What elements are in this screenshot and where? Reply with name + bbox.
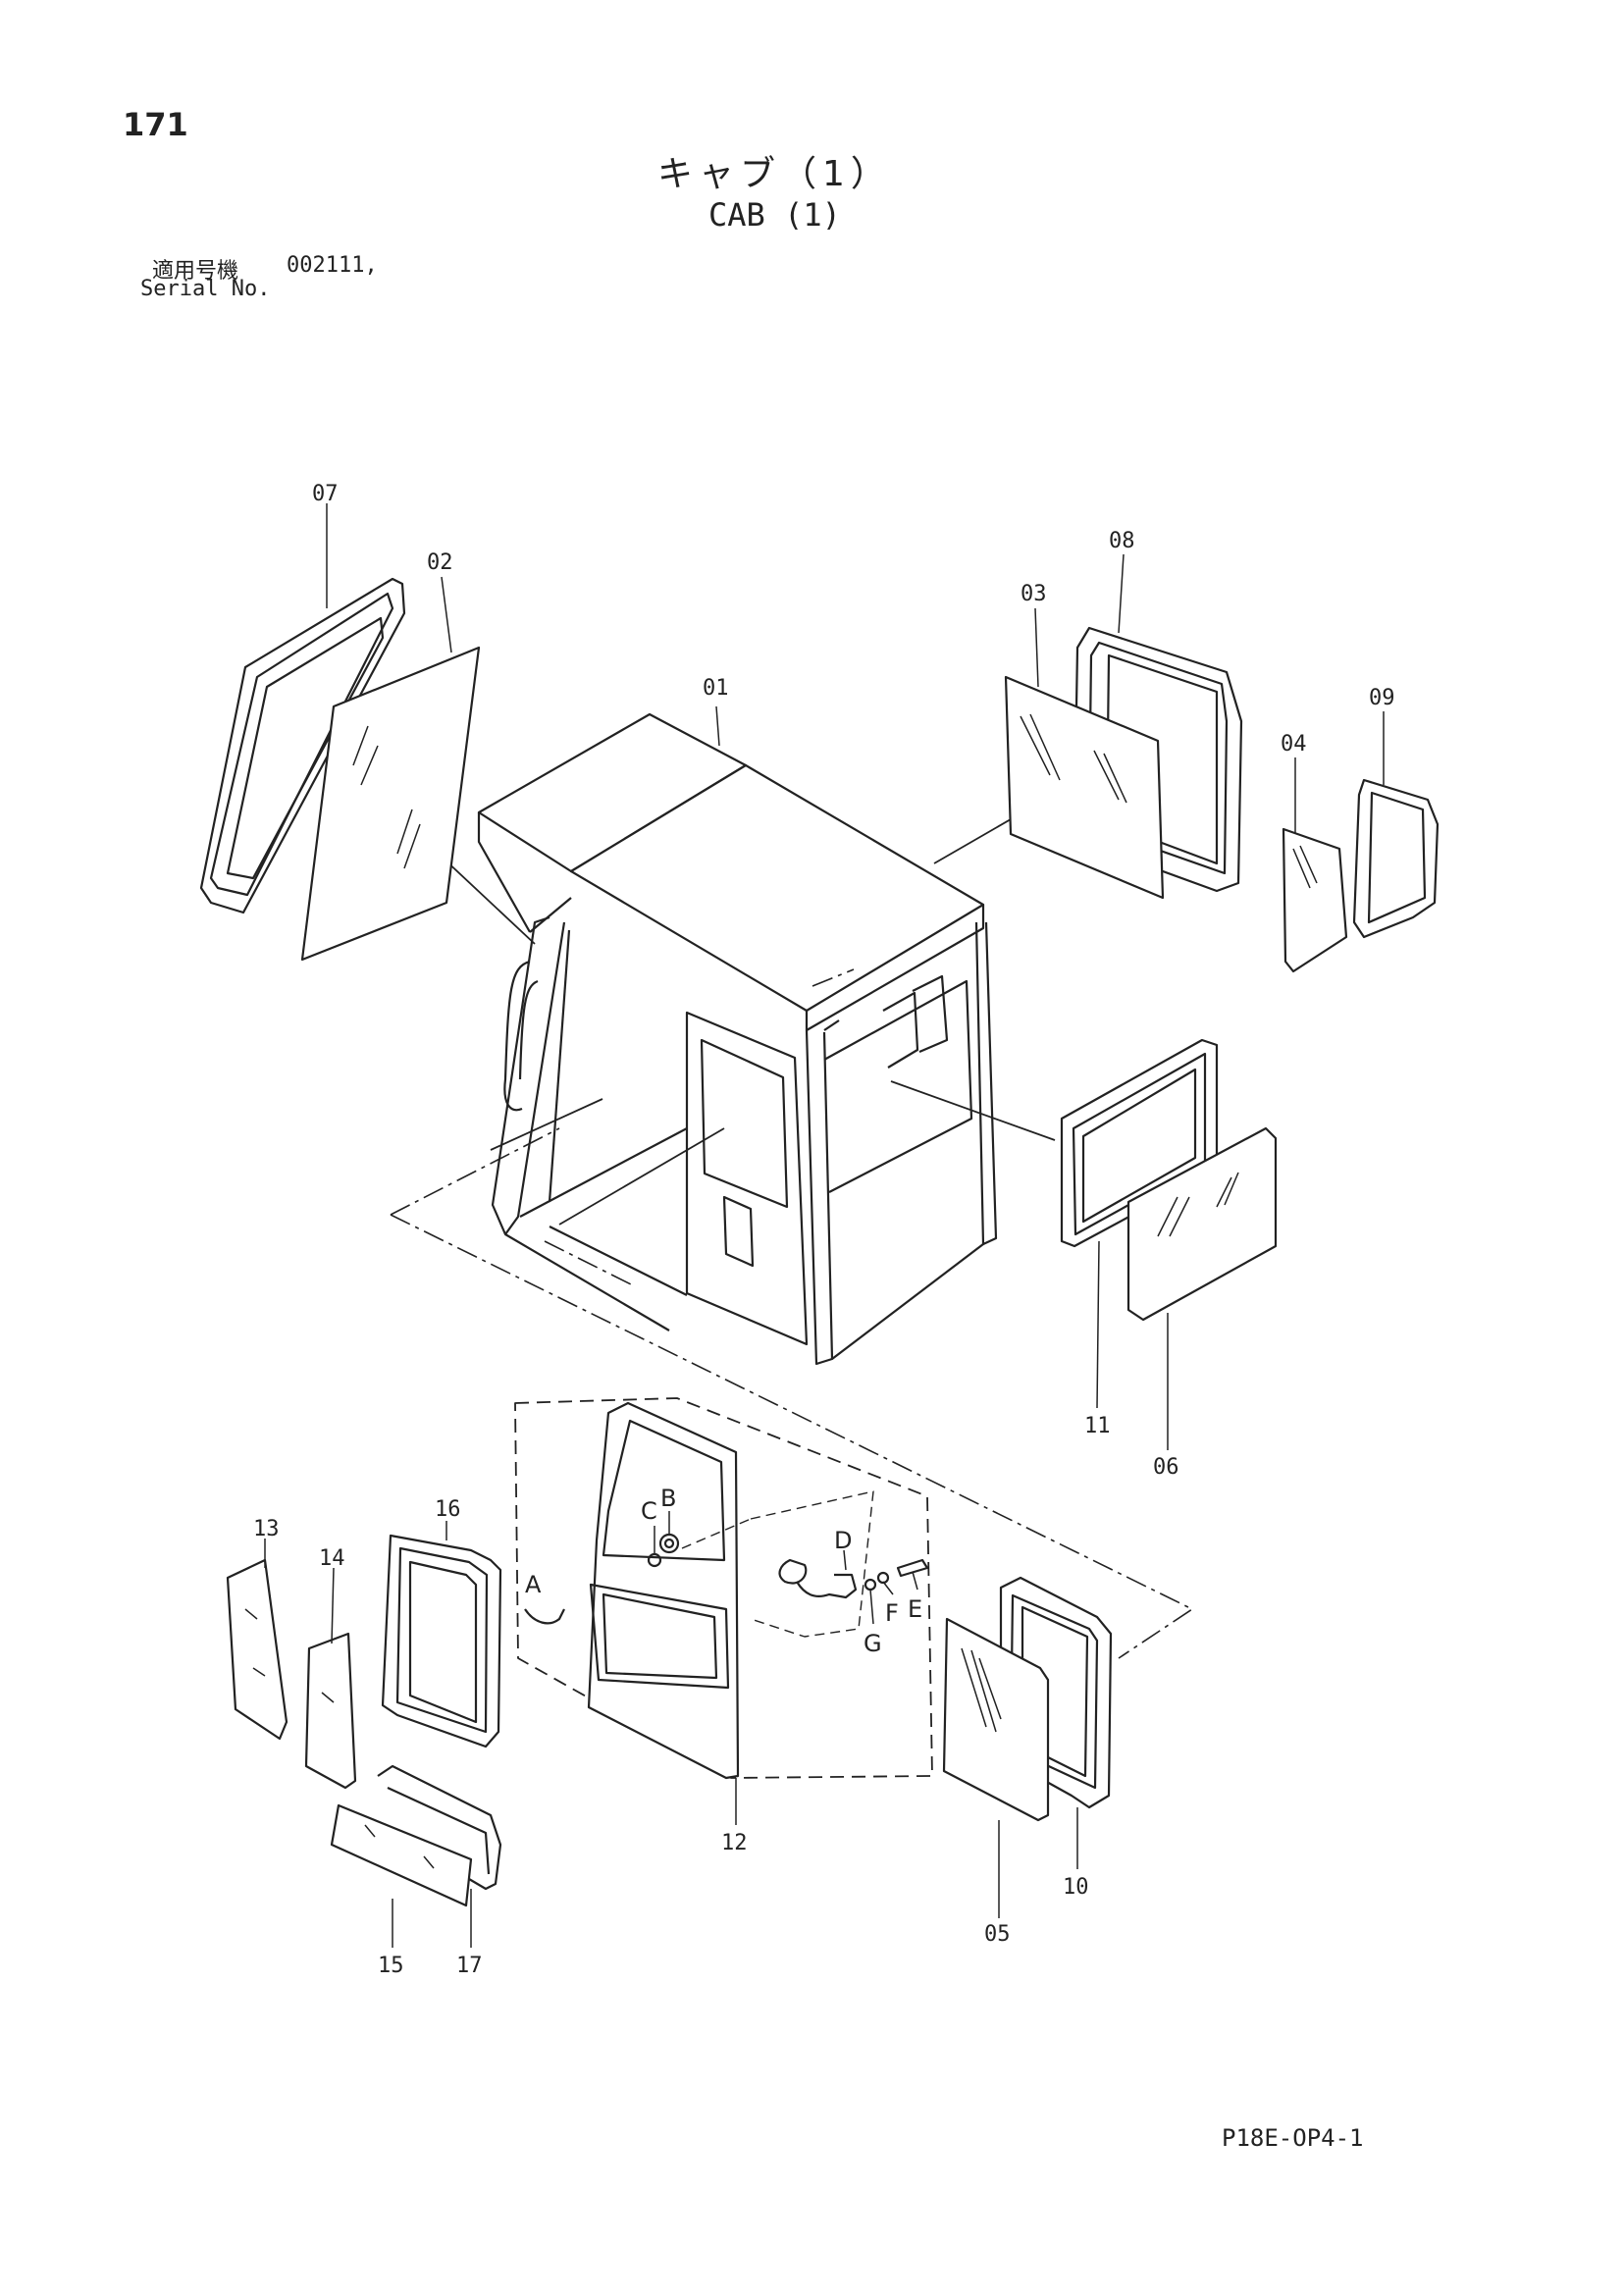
- callout-16: 16: [435, 1497, 461, 1522]
- callout-02: 02: [427, 550, 453, 575]
- callout-D: D: [834, 1527, 852, 1554]
- part-03-glass: [1004, 675, 1165, 900]
- serial-label-english: Serial No.: [140, 277, 271, 301]
- callout-15: 15: [378, 1954, 404, 1978]
- part-17-seal: [377, 1764, 502, 1891]
- callout-B: B: [660, 1485, 676, 1512]
- part-05-glass: [942, 1617, 1050, 1822]
- callout-01: 01: [703, 676, 729, 701]
- callout-12: 12: [721, 1831, 748, 1855]
- callout-10: 10: [1063, 1875, 1089, 1900]
- callout-04: 04: [1281, 732, 1307, 757]
- callout-09: 09: [1369, 686, 1395, 710]
- page-number: 171: [123, 106, 188, 143]
- callout-C: C: [641, 1497, 657, 1525]
- part-12-door-assembly: [514, 1397, 933, 1780]
- part-09-seal: [1352, 778, 1440, 939]
- callout-11: 11: [1084, 1414, 1111, 1438]
- callout-G: G: [864, 1630, 882, 1657]
- page-title-japanese: キャブ（1）: [657, 154, 892, 194]
- part-16-seal: [381, 1534, 502, 1748]
- callout-14: 14: [319, 1546, 345, 1571]
- part-07-seal: [199, 577, 406, 914]
- callout-A: A: [525, 1571, 542, 1598]
- callout-F: F: [885, 1599, 899, 1627]
- part-13-glass: [226, 1558, 288, 1741]
- serial-value: 002111,: [287, 253, 378, 278]
- part-04-glass: [1282, 827, 1348, 973]
- callout-13: 13: [253, 1517, 280, 1541]
- part-06-glass: [1126, 1126, 1278, 1322]
- callout-E: E: [908, 1595, 922, 1623]
- part-02-glass: [300, 646, 481, 962]
- callout-17: 17: [456, 1954, 483, 1978]
- part-15-glass: [330, 1803, 473, 1907]
- serial-label-japanese: 適用号機: [152, 259, 239, 284]
- page-title-english: CAB (1): [708, 196, 841, 234]
- callout-05: 05: [984, 1922, 1011, 1947]
- callout-03: 03: [1021, 582, 1047, 606]
- document-code: P18E-OP4-1: [1222, 2124, 1364, 2152]
- cab-body: [477, 712, 998, 1366]
- callout-08: 08: [1109, 529, 1135, 553]
- callout-07: 07: [312, 482, 339, 506]
- callout-06: 06: [1153, 1455, 1179, 1480]
- part-14-glass: [304, 1632, 357, 1790]
